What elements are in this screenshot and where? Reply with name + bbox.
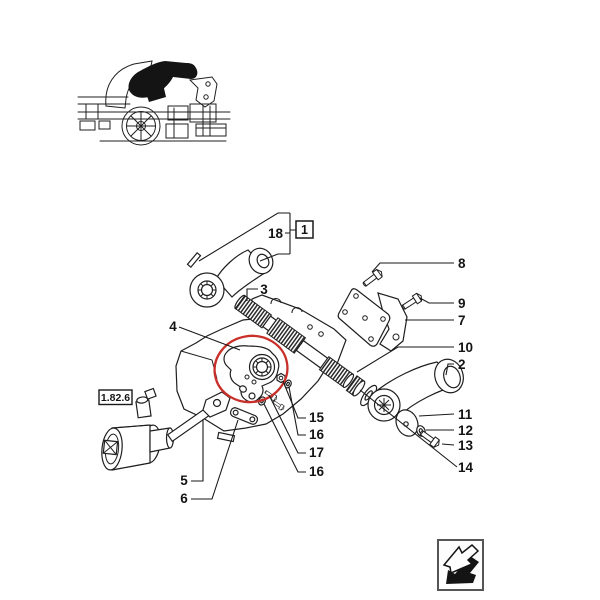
callout-13[interactable]: 13 bbox=[458, 438, 474, 453]
callout-14[interactable]: 14 bbox=[458, 460, 474, 475]
callout-16b[interactable]: 16 bbox=[309, 464, 325, 479]
callout-7[interactable]: 7 bbox=[458, 313, 466, 328]
part-shaft-bushing bbox=[345, 375, 366, 397]
tractor-location-thumbnail-icon bbox=[77, 60, 231, 146]
callout-labels: 18 3 4 8 9 7 10 2 11 12 13 14 15 16 17 1… bbox=[169, 226, 473, 506]
section-reference-label[interactable]: 1.82.6 bbox=[101, 392, 130, 404]
nav-back-arrow-icon[interactable] bbox=[437, 539, 484, 591]
highlighted-lift-linkage bbox=[128, 61, 198, 98]
assembly-reference-label[interactable]: 1 bbox=[301, 223, 308, 237]
part-washer-16a bbox=[284, 379, 292, 389]
part-disc bbox=[395, 409, 419, 437]
callout-18[interactable]: 18 bbox=[268, 226, 284, 241]
part-link bbox=[229, 407, 259, 425]
assembly-reference-box[interactable]: 1 bbox=[295, 220, 314, 239]
leader-lines bbox=[178, 212, 458, 500]
callout-16a[interactable]: 16 bbox=[309, 427, 325, 442]
callout-11[interactable]: 11 bbox=[458, 407, 473, 422]
callout-10[interactable]: 10 bbox=[458, 340, 473, 355]
part-pin-detail bbox=[216, 431, 236, 443]
callout-4[interactable]: 4 bbox=[169, 319, 177, 334]
part-lift-arm-upper bbox=[189, 247, 274, 308]
callout-12[interactable]: 12 bbox=[458, 423, 473, 438]
part-roll-pin bbox=[186, 251, 202, 269]
section-reference-box[interactable]: 1.82.6 bbox=[98, 389, 133, 406]
part-lift-arm-right bbox=[367, 358, 464, 422]
callout-9[interactable]: 9 bbox=[458, 296, 466, 311]
part-thrust-washer bbox=[360, 384, 378, 407]
callout-3[interactable]: 3 bbox=[260, 282, 268, 297]
callout-6[interactable]: 6 bbox=[180, 491, 188, 506]
part-cross-shaft bbox=[234, 294, 378, 407]
highlight-circle bbox=[213, 334, 289, 404]
part-cover-plate bbox=[337, 288, 391, 347]
callout-8[interactable]: 8 bbox=[458, 256, 466, 271]
part-piston-rod bbox=[166, 391, 231, 443]
callout-2[interactable]: 2 bbox=[458, 357, 466, 372]
part-inner-crank bbox=[223, 345, 280, 403]
arrow-glyph bbox=[442, 543, 480, 575]
callout-5[interactable]: 5 bbox=[180, 473, 188, 488]
callout-17[interactable]: 17 bbox=[309, 445, 324, 460]
callout-15[interactable]: 15 bbox=[309, 410, 325, 425]
part-nut-15 bbox=[276, 372, 286, 384]
